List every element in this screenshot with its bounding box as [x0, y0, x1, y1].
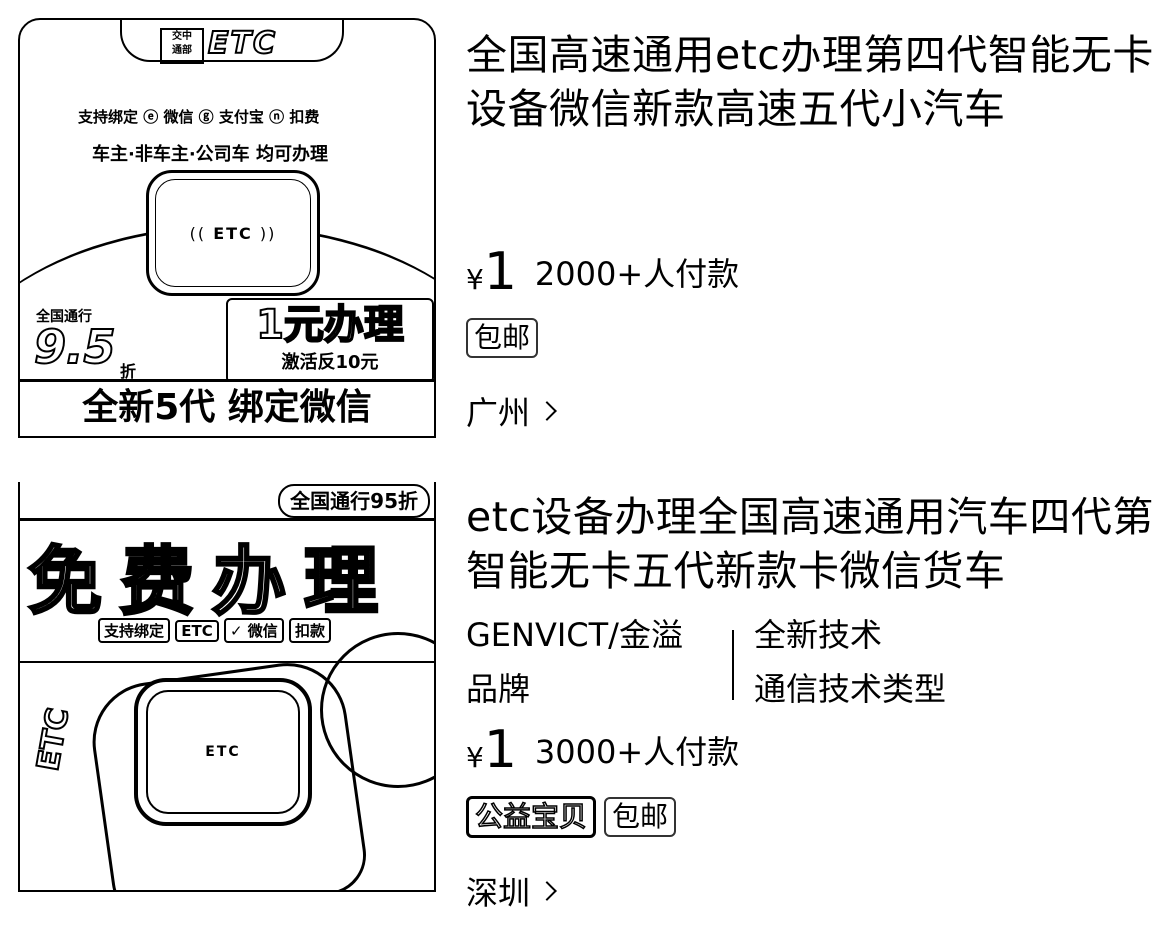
price-value: 1: [483, 720, 517, 780]
free-shipping-badge: 包邮: [604, 797, 677, 837]
discount-tag: 全国通行95折: [278, 484, 430, 518]
promo-cashback: 激活反10元: [281, 352, 379, 373]
badge-row: 包邮: [466, 318, 546, 358]
logo-notch: [120, 20, 344, 62]
product-image[interactable]: 全国通行95折 免费办理 支持绑定 ETC ✓ 微信 扣款 ETC ETC: [18, 482, 436, 892]
etc-device-illustration: ETC: [146, 170, 320, 296]
device-label: ETC: [205, 744, 241, 760]
currency-symbol: ¥: [466, 263, 484, 296]
product-title[interactable]: etc设备办理全国高速通用汽车四代第智能无卡五代新款卡微信货车: [466, 493, 1154, 595]
etc-chip: ETC: [175, 620, 219, 642]
support-suffix: 扣款: [289, 618, 332, 643]
eligibility-text: 车主·非车主·公司车 均可办理: [92, 144, 328, 165]
product-card[interactable]: 全国通行95折 免费办理 支持绑定 ETC ✓ 微信 扣款 ETC ETC et…: [0, 470, 1170, 929]
product-image[interactable]: 交中 通部 ETC 支持绑定 ⓔ 微信 ⓖ 支付宝 ⓝ 扣费 车主·非车主·公司…: [18, 18, 436, 438]
chevron-right-icon: [537, 881, 557, 901]
tech-attribute: 全新技术 通信技术类型: [754, 608, 946, 716]
badge-row: 公益宝贝包邮: [466, 796, 684, 838]
payment-support-text: 支持绑定 ⓔ 微信 ⓖ 支付宝 ⓝ 扣费: [78, 108, 320, 126]
payment-support-text: 支持绑定 ETC ✓ 微信 扣款: [98, 618, 332, 643]
currency-symbol: ¥: [466, 741, 484, 774]
price-value: 1: [483, 242, 517, 302]
promo-banner: [20, 518, 434, 663]
attribute-value: 全新技术: [754, 616, 883, 654]
discount-label: 全国通行: [36, 309, 92, 325]
seller-location[interactable]: 广州: [466, 388, 557, 434]
free-service-headline: 免费办理: [27, 538, 396, 627]
promo-bottom-banner: 全新5代 绑定微信: [20, 379, 434, 436]
charity-badge: 公益宝贝: [466, 796, 597, 838]
seller-location[interactable]: 深圳: [466, 868, 557, 914]
wechat-chip: ✓ 微信: [223, 618, 284, 643]
etc-logo: ETC: [207, 25, 277, 62]
product-card[interactable]: 交中 通部 ETC 支持绑定 ⓔ 微信 ⓖ 支付宝 ⓝ 扣费 车主·非车主·公司…: [0, 0, 1170, 460]
attribute-divider: [732, 630, 734, 700]
promo-price: 1元办理: [255, 301, 405, 349]
discount-value: 9.5: [33, 319, 116, 375]
sales-count: 3000+人付款: [534, 733, 740, 771]
etc-device-illustration: ETC: [134, 678, 312, 826]
attribute-label: 通信技术类型: [754, 670, 947, 708]
attribute-label: 品牌: [466, 670, 531, 708]
location-text: 深圳: [466, 874, 531, 912]
support-prefix: 支持绑定: [98, 618, 171, 643]
location-text: 广州: [466, 394, 531, 432]
product-title[interactable]: 全国高速通用etc办理第四代智能无卡设备微信新款高速五代小汽车: [466, 31, 1154, 133]
brand-attribute: GENVICT/金溢 品牌: [466, 608, 683, 716]
chevron-right-icon: [537, 401, 557, 421]
free-shipping-badge: 包邮: [466, 318, 539, 358]
attribute-value: GENVICT/金溢: [466, 616, 683, 654]
promo-price-box: 1元办理 激活反10元: [226, 298, 434, 384]
ministry-badge: 交中 通部: [160, 28, 204, 64]
side-etc-mark: ETC: [30, 704, 77, 774]
sales-count: 2000+人付款: [534, 255, 740, 293]
device-label: ETC: [190, 224, 277, 243]
discount-unit: 折: [120, 362, 137, 381]
